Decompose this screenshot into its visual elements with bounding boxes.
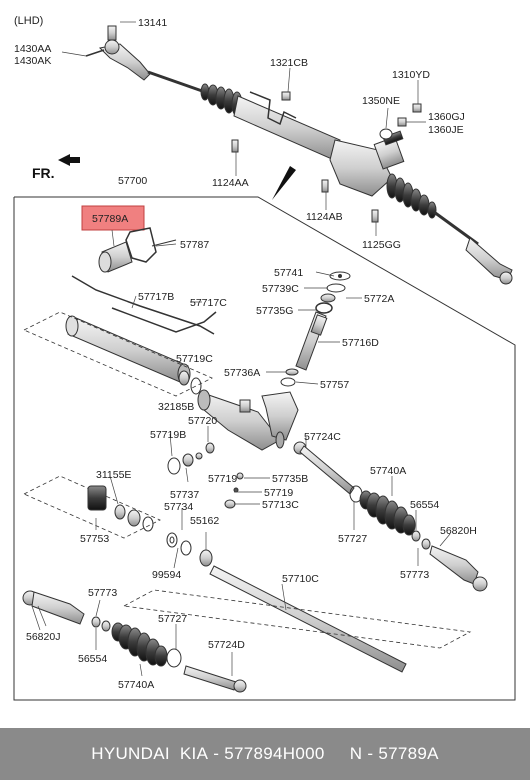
- label-13141: 13141: [138, 17, 167, 29]
- label-57735G: 57735G: [256, 305, 293, 317]
- housing-tube-and-brackets: [23, 275, 217, 397]
- front-arrow-icon: [58, 154, 80, 166]
- footer-spacer: [325, 744, 350, 764]
- label-57719-b: 57719: [264, 487, 293, 499]
- label-57753: 57753: [80, 533, 109, 545]
- label-1430AK: 1430AK: [14, 55, 51, 67]
- label-57700: 57700: [118, 175, 147, 187]
- label-57717B: 57717B: [138, 291, 174, 303]
- highlighted-part-box: [81, 205, 145, 231]
- label-57724C: 57724C: [304, 431, 341, 443]
- label-57724D: 57724D: [208, 639, 245, 651]
- label-57787: 57787: [180, 239, 209, 251]
- label-1124AB: 1124AB: [306, 211, 343, 223]
- footer-brand: HYUNDAI KIA: [91, 744, 209, 763]
- bushing-group: [23, 475, 161, 539]
- nut-right: [411, 530, 431, 550]
- label-57710C: 57710C: [282, 573, 319, 585]
- label-5772A: 5772A: [364, 293, 394, 305]
- label-57736A: 57736A: [224, 367, 260, 379]
- label-1360GJ: 1360GJ: [428, 111, 465, 123]
- label-55162: 55162: [190, 515, 219, 527]
- footer-separator: -: [208, 744, 225, 763]
- part-number-footer: HYUNDAI KIA - 577894H000 N - 57789A: [0, 728, 530, 780]
- inner-tie-rod-right: [293, 441, 355, 495]
- seal-rings-middle: [167, 442, 244, 509]
- label-57727-right: 57727: [338, 533, 367, 545]
- label-1124AA: 1124AA: [212, 177, 249, 189]
- label-1350NE: 1350NE: [362, 95, 400, 107]
- label-1360JE: 1360JE: [428, 124, 464, 136]
- footer-reference: N - 57789A: [349, 744, 439, 763]
- label-57735B: 57735B: [272, 473, 308, 485]
- rack-bar: [123, 565, 472, 673]
- inner-tie-rod-left: [183, 665, 247, 693]
- label-32185B: 32185B: [158, 401, 194, 413]
- label-57719-a: 57719: [208, 473, 237, 485]
- label-57773-right: 57773: [400, 569, 429, 581]
- label-56820J: 56820J: [26, 631, 60, 643]
- label-57717C: 57717C: [190, 297, 227, 309]
- boot-right: [359, 490, 416, 536]
- label-56554-right: 56554: [410, 499, 439, 511]
- label-57773-left: 57773: [88, 587, 117, 599]
- label-1310YD: 1310YD: [392, 69, 430, 81]
- part-labels: 13141 1430AA 1430AK 1321CB 1310YD 1350NE…: [14, 17, 477, 691]
- label-1321CB: 1321CB: [270, 57, 308, 69]
- label-57719C: 57719C: [176, 353, 213, 365]
- lhd-label: (LHD): [14, 15, 43, 27]
- parts-diagram: (LHD) FR.: [13, 15, 516, 701]
- label-31155E: 31155E: [96, 469, 131, 481]
- label-57757: 57757: [320, 379, 349, 391]
- valve-housing: [197, 389, 299, 451]
- label-57716D: 57716D: [342, 337, 379, 349]
- label-57789A: 57789A: [92, 213, 128, 225]
- label-57720: 57720: [188, 415, 217, 427]
- leader-lines: [31, 21, 451, 677]
- label-56554-left: 56554: [78, 653, 107, 665]
- bush-and-clamp: [98, 227, 177, 273]
- label-57741: 57741: [274, 267, 303, 279]
- label-99594: 99594: [152, 569, 181, 581]
- ring-57727-left: [166, 648, 182, 668]
- detail-arrow-icon: [272, 166, 296, 200]
- boot-left: [111, 622, 168, 667]
- front-direction-label: FR.: [32, 165, 55, 181]
- pinion-stack: [280, 271, 351, 387]
- seal-rings-lower: [166, 532, 213, 567]
- label-57739C: 57739C: [262, 283, 299, 295]
- label-56820H: 56820H: [440, 525, 477, 537]
- label-57719B: 57719B: [150, 429, 186, 441]
- label-1430AA: 1430AA: [14, 43, 51, 55]
- label-57734: 57734: [164, 501, 193, 513]
- seal-rings-upper: [178, 370, 202, 395]
- detail-frame: [13, 196, 516, 701]
- label-57740A-left: 57740A: [118, 679, 154, 691]
- tie-rod-end-right: [429, 545, 488, 592]
- label-57713C: 57713C: [262, 499, 299, 511]
- label-57740A-right: 57740A: [370, 465, 406, 477]
- label-57727-left: 57727: [158, 613, 187, 625]
- label-57737: 57737: [170, 489, 199, 501]
- steering-gear-assembly: [85, 25, 513, 285]
- label-1125GG: 1125GG: [362, 239, 401, 251]
- nut-left: [91, 616, 111, 632]
- footer-oem-number: 577894H000: [224, 744, 325, 763]
